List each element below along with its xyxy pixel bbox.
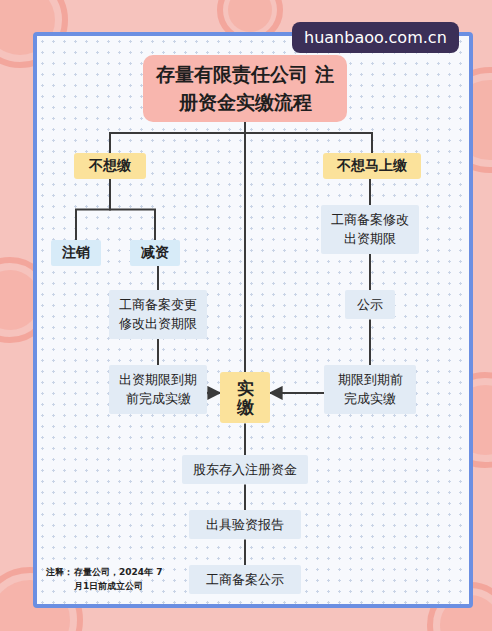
process-box: 公示 bbox=[345, 290, 395, 319]
connector bbox=[157, 266, 159, 290]
connector bbox=[110, 179, 155, 240]
connector bbox=[157, 339, 159, 365]
process-box: 股东存入注册资金 bbox=[182, 455, 308, 484]
connector bbox=[76, 179, 110, 240]
option-box: 减资 bbox=[130, 240, 180, 266]
node-text: 不想缴 bbox=[89, 157, 131, 175]
grapefruit-flesh bbox=[228, 0, 272, 32]
connector bbox=[207, 392, 220, 394]
watermark: huanbaoo.com.cn bbox=[292, 22, 459, 53]
connector bbox=[369, 179, 371, 205]
node-text: 工商备案公示 bbox=[206, 570, 284, 589]
process-box: 工商备案变更 修改出资期限 bbox=[109, 290, 207, 339]
option-box: 注销 bbox=[51, 240, 101, 266]
choice-box: 不想马上缴 bbox=[323, 153, 421, 179]
node-text: 工商备案变更 修改出资期限 bbox=[115, 295, 201, 334]
node-text: 不想马上缴 bbox=[337, 157, 407, 175]
process-box: 出具验资报告 bbox=[189, 510, 301, 539]
node-text: 注销 bbox=[62, 244, 90, 262]
connector bbox=[369, 254, 371, 290]
note-label: 注释： bbox=[46, 566, 73, 580]
diagram-title: 存量有限责任公司 注册资金实缴流程 bbox=[143, 55, 347, 122]
key-step-box: 实缴 bbox=[220, 372, 270, 423]
connector bbox=[369, 319, 371, 365]
node-text: 出具验资报告 bbox=[206, 515, 284, 534]
node-text: 股东存入注册资金 bbox=[193, 460, 297, 479]
choice-box: 不想缴 bbox=[74, 153, 146, 179]
connector bbox=[244, 484, 246, 510]
process-box: 工商备案公示 bbox=[189, 565, 301, 594]
process-box: 期限到期前 完成实缴 bbox=[324, 365, 416, 414]
branch-line bbox=[110, 133, 372, 153]
connector bbox=[244, 423, 246, 455]
process-box: 工商备案修改 出资期限 bbox=[321, 205, 419, 254]
connector bbox=[244, 539, 246, 565]
node-text: 工商备案修改 出资期限 bbox=[327, 210, 413, 249]
node-text: 实缴 bbox=[237, 379, 254, 416]
node-text: 减资 bbox=[141, 244, 169, 262]
node-text: 公示 bbox=[357, 295, 383, 314]
node-text: 出资期限到期 前完成实缴 bbox=[115, 370, 201, 409]
note-text: 存量公司，2024年 7月1日前成立公司 bbox=[74, 566, 166, 593]
connector bbox=[270, 392, 324, 394]
node-text: 期限到期前 完成实缴 bbox=[330, 370, 410, 409]
process-box: 出资期限到期 前完成实缴 bbox=[109, 365, 207, 414]
trunk-line bbox=[244, 110, 246, 372]
